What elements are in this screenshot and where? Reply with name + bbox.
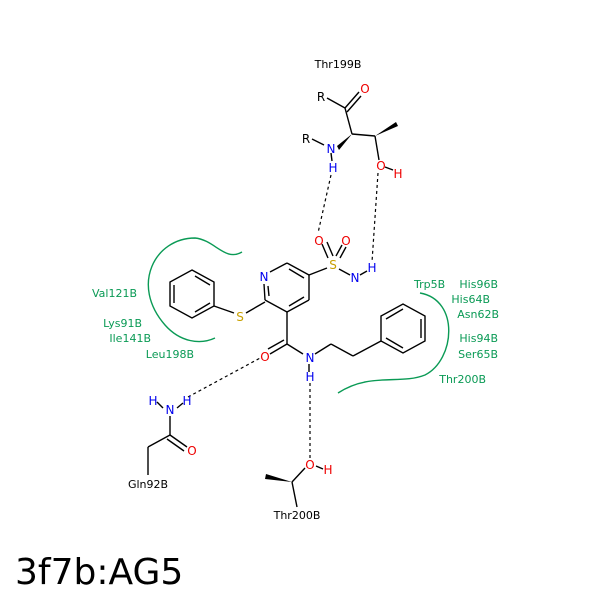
- bond-phenyl-s: [213, 305, 235, 314]
- atom-pyridine-n: N: [260, 270, 269, 284]
- label-his96: His96B: [459, 278, 498, 291]
- pyridine-ring: [263, 262, 310, 313]
- phenyl-ring-left: [169, 269, 215, 319]
- atom-amide-o: O: [260, 350, 269, 364]
- bond-n-ch2: [314, 343, 332, 355]
- atom-sulfonamide-n: N: [351, 271, 360, 285]
- diagram-title: 3f7b:AG5: [15, 552, 183, 593]
- hydrophobic-arc-left: [147, 237, 243, 343]
- bond-s-o1b: [326, 241, 334, 257]
- label-his94: His94B: [459, 332, 498, 345]
- atom-thr199-o: O: [360, 82, 369, 96]
- label-ser65: Ser65B: [458, 348, 498, 361]
- atom-sulfonyl-s: S: [329, 258, 337, 272]
- atom-sulfonyl-o2: O: [341, 234, 350, 248]
- hydrophobic-arc-right: [337, 292, 450, 394]
- label-lys91: Lys91B: [103, 317, 142, 330]
- bond-c-o-double: [267, 339, 285, 350]
- atom-thr199-r2: R: [302, 132, 310, 146]
- bond-n-h: [359, 270, 368, 276]
- atom-thr199-nh: H: [328, 161, 337, 175]
- atom-thr200-h: H: [323, 463, 332, 477]
- label-val121: Val121B: [92, 287, 137, 300]
- hbond-thr199og-nh: [371, 172, 379, 263]
- atom-thioether-s: S: [236, 310, 244, 324]
- atom-gln92-h2: H: [182, 394, 191, 408]
- label-thr199-top: Thr199B: [314, 58, 362, 71]
- atom-thr199-r1: R: [317, 90, 325, 104]
- atom-amide-h: H: [305, 370, 314, 384]
- bond-s-pyridine: [245, 301, 266, 314]
- bond-c-n: [286, 343, 304, 355]
- label-ile141: Ile141B: [109, 332, 151, 345]
- bond-s-o2: [335, 244, 343, 257]
- bond-s-n: [338, 268, 351, 276]
- phenyl-ring-right: [380, 303, 426, 354]
- atom-thr199-n: N: [327, 142, 336, 156]
- atom-sulfonamide-h: H: [367, 261, 376, 275]
- label-trp5: Trp5B: [413, 278, 445, 291]
- atom-thr199-og: O: [376, 159, 385, 173]
- label-his64: His64B: [451, 293, 490, 306]
- atom-thr199-oh: H: [393, 167, 402, 181]
- atom-sulfonyl-o1: O: [314, 234, 323, 248]
- bond-s-o1: [321, 243, 329, 259]
- atom-gln92-o: O: [187, 444, 196, 458]
- atom-thr200-o: O: [305, 458, 314, 472]
- thr200-bottom-structure: [265, 465, 324, 508]
- atom-gln92-h1: H: [148, 394, 157, 408]
- bond-s-o2b: [339, 246, 347, 259]
- label-thr200-bottom: Thr200B: [273, 509, 321, 522]
- bond-ch2-ch2: [330, 343, 354, 357]
- bond-c-o: [269, 343, 288, 355]
- bond-ch2-phenyl: [352, 340, 382, 357]
- thr199-top-structure: [311, 91, 398, 171]
- atom-gln92-n: N: [166, 403, 175, 417]
- gln92-structure: [147, 401, 188, 475]
- label-gln92: Gln92B: [128, 478, 168, 491]
- label-leu198: Leu198B: [146, 348, 194, 361]
- bond-ring-sulfonyl: [308, 267, 328, 276]
- hbond-thr199n-o: [317, 174, 332, 234]
- label-thr200-right: Thr200B: [438, 373, 486, 386]
- label-asn62: Asn62B: [457, 308, 499, 321]
- atom-amide-n: N: [306, 351, 315, 365]
- hbond-gln92-o: [187, 356, 263, 398]
